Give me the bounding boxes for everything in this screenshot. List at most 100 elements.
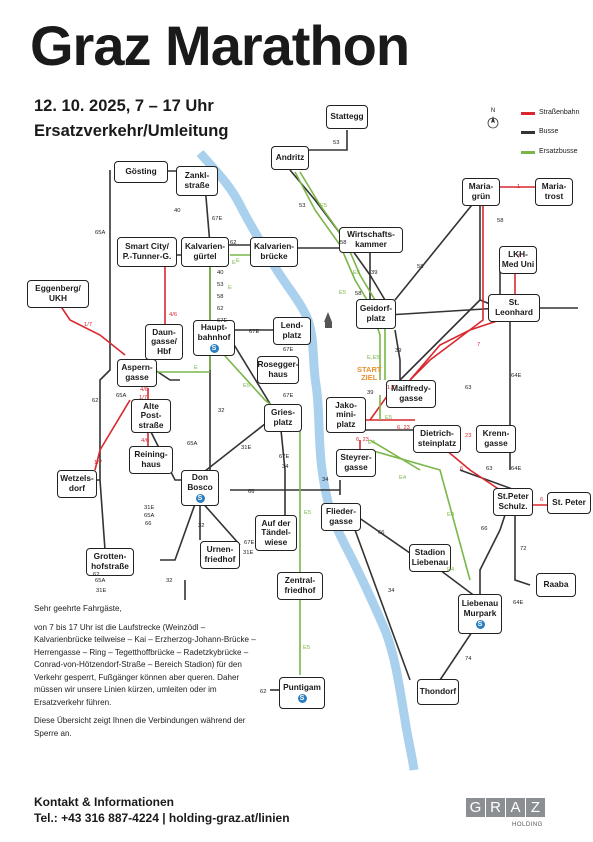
logo-letter: G (466, 798, 485, 817)
station-wirtschaftskammer[interactable]: Wirtschafts- kammer (339, 227, 403, 253)
station-smart-city[interactable]: Smart City/ P.-Tunner-G. (117, 237, 177, 267)
station-label: Smart City/ P.-Tunner-G. (122, 241, 172, 261)
line-number-label: 32 (218, 408, 225, 414)
station-thondorf[interactable]: Thondorf (417, 679, 459, 705)
station-daungasse[interactable]: Daun- gasse/ Hbf (145, 324, 183, 360)
station-zentralfriedhof[interactable]: Zentral- friedhof (277, 572, 323, 600)
station-andritz[interactable]: Andritz (271, 146, 309, 170)
station-kalvarienbruecke[interactable]: Kalvarien- brücke (250, 237, 298, 267)
line-number-label: 65A (95, 578, 106, 584)
station-alte-poststrasse[interactable]: Alte Post- straße (131, 399, 171, 433)
station-grottenhofstrasse[interactable]: Grotten- hofstraße (86, 548, 134, 576)
info-text: Sehr geehrte Fahrgäste, von 7 bis 17 Uhr… (34, 603, 262, 746)
line-number-label: 1/7 (84, 322, 93, 328)
event-date: 12. 10. 2025, 7 – 17 Uhr (34, 97, 214, 115)
line-number-label: 67E (212, 216, 223, 222)
station-fliedergasse[interactable]: Flieder- gasse (321, 503, 361, 531)
line-number-label: 39 (371, 270, 378, 276)
station-kalvarienguertel[interactable]: Kalvarien- gürtel (181, 237, 229, 267)
station-label: Kalvarien- brücke (253, 241, 295, 261)
line-number-label: 23 (465, 433, 472, 439)
station-mariagruen[interactable]: Maria- grün (462, 178, 500, 206)
info-overview: Diese Übersicht zeigt Ihnen die Verbindu… (34, 716, 246, 738)
station-steyrergasse[interactable]: Steyrer- gasse (336, 449, 376, 477)
station-label: Andritz (275, 152, 305, 163)
station-roseggerhaus[interactable]: Rosegger- haus (257, 356, 299, 384)
station-stadion-liebenau[interactable]: Stadion Liebenau (409, 544, 451, 572)
line-number-label: 4/6 (169, 312, 178, 318)
graz-linien-logo-icon: S (297, 693, 307, 703)
station-mariatrost[interactable]: Maria- trost (535, 178, 573, 206)
station-urnenfriedhof[interactable]: Urnen- friedhof (200, 541, 240, 569)
line-number-label: E (228, 285, 232, 291)
line-number-label: 65A (144, 513, 155, 519)
station-geidorfplatz[interactable]: Geidorf- platz (356, 299, 396, 329)
line-number-label: 64E (513, 600, 524, 606)
station-reininghaus[interactable]: Reining- haus (129, 446, 173, 474)
station-label: Don Bosco (187, 472, 213, 492)
station-label: LKH- Med Uni (501, 249, 535, 269)
station-stattegg[interactable]: Stattegg (326, 105, 368, 129)
station-label: Rosegger- haus (257, 359, 299, 379)
station-label: Stadion Liebenau (411, 547, 449, 567)
station-label: Maria- trost (541, 181, 567, 201)
legend-bus: Busse (539, 128, 559, 135)
station-st-leonhard[interactable]: St. Leonhard (488, 294, 540, 322)
station-eggenberg[interactable]: Eggenberg/ UKH (27, 280, 89, 308)
line-number-label: 6 (460, 466, 464, 472)
line-number-label: 67E (283, 347, 294, 353)
line-number-label: E5 (303, 645, 311, 651)
station-goesting[interactable]: Gösting (114, 161, 168, 183)
station-label: Gösting (125, 166, 157, 177)
station-zanklstrasse[interactable]: Zankl- straße (176, 166, 218, 196)
graz-linien-logo-icon: S (475, 619, 485, 629)
station-label: Gries- platz (271, 407, 295, 427)
station-jakominiplatz[interactable]: Jako- mini- platz (326, 397, 366, 433)
line-number-label: E,E5 (367, 355, 380, 361)
line-number-label: 32 (198, 523, 205, 529)
station-label: Wirtschafts- kammer (347, 229, 395, 249)
landmark-icon (324, 312, 332, 322)
line-number-label: 34 (282, 464, 289, 470)
line-number-label: 31E (144, 505, 155, 511)
station-dietrichsteinplatz[interactable]: Dietrich- steinplatz (413, 425, 461, 453)
station-label: Urnen- friedhof (204, 544, 236, 564)
station-label: Dietrich- steinplatz (417, 428, 457, 448)
station-label: Krenn- gasse (482, 428, 510, 448)
legend-replacement-swatch (521, 151, 535, 154)
compass-label: N (490, 108, 496, 114)
start-finish-label: START ZIEL (357, 365, 382, 382)
station-maiffredygasse[interactable]: Maiffredy- gasse (386, 380, 436, 408)
line-number-label: 67E (217, 318, 228, 324)
station-auf-der-taendelwiese[interactable]: Auf der Tändel- wiese (255, 515, 297, 551)
line-number-label: 66 (481, 526, 488, 532)
legend-tram: Straßenbahn (539, 109, 580, 116)
line-number-label: 65A (95, 230, 106, 236)
station-raaba[interactable]: Raaba (536, 573, 576, 597)
station-label: St. Peter (552, 497, 586, 508)
station-st-peter-schulz[interactable]: St.Peter Schulz. (493, 488, 533, 516)
line-number-label: 32 (166, 578, 173, 584)
line-number-label: 63 (465, 385, 472, 391)
station-lendplatz[interactable]: Lend- platz (273, 317, 311, 345)
station-st-peter[interactable]: St. Peter (547, 492, 591, 514)
line-number-label: 34 (388, 588, 395, 594)
station-asperngasse[interactable]: Aspern- gasse (117, 359, 157, 387)
station-wetzelsdorf[interactable]: Wetzels- dorf (57, 470, 97, 498)
station-label: Aspern- gasse (121, 362, 153, 382)
line-number-label: 66 (378, 530, 385, 536)
station-label: Lend- platz (280, 320, 304, 340)
line-number-label: 6, 23 (356, 437, 369, 443)
station-griesplatz[interactable]: Gries- platz (264, 404, 302, 432)
line-number-label: 72 (520, 546, 527, 552)
station-lkh[interactable]: LKH- Med Uni (499, 246, 537, 274)
line-number-label: 34 (322, 477, 329, 483)
station-label: Steyrer- gasse (340, 452, 372, 472)
station-label: Jako- mini- platz (335, 399, 357, 429)
line-number-label: 67E (249, 329, 260, 335)
station-krenngasse[interactable]: Krenn- gasse (476, 425, 516, 453)
